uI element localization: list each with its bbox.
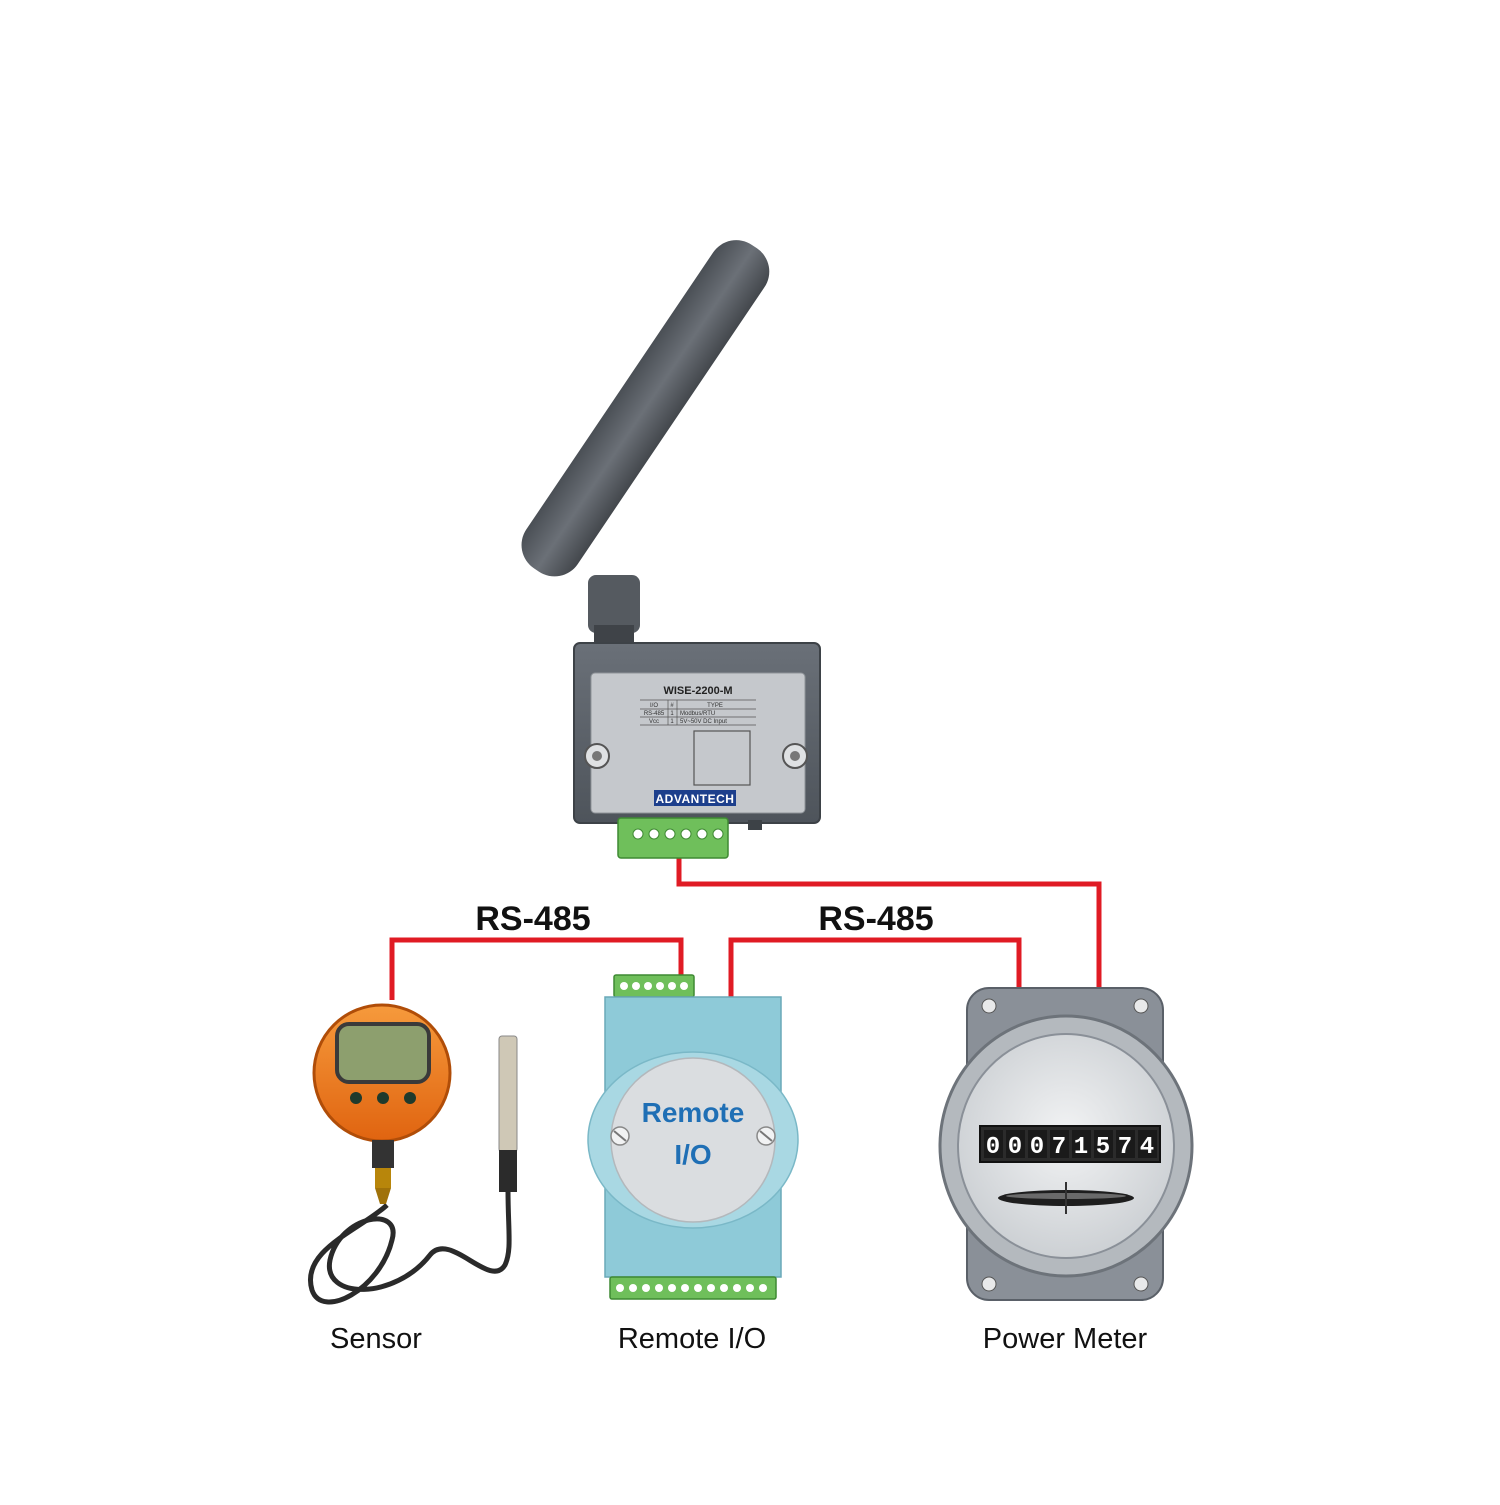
gateway-label-plate [590,672,806,814]
bus-label-left: RS-485 [475,900,590,938]
meter-digit-4: 7 [1052,1134,1066,1161]
spec-row1-count: 1 [670,711,674,717]
caption-sensor: Sensor [330,1323,422,1355]
sensor-probe [498,1035,518,1153]
meter-digits: 0 0 0 7 1 5 7 4 [984,1130,1157,1161]
spec-row2-type: 5V~50V DC Input [680,719,727,725]
spec-table: I/O # TYPE RS-485 1 Modbus/RTU Vcc 1 5V~… [640,699,756,726]
brand-logo: ADVANTECH [656,792,735,806]
meter-digit-7: 7 [1118,1134,1132,1161]
remote-io-face-line1: Remote [642,1097,745,1128]
spec-row2-io: Vcc [649,719,659,725]
caption-remote-io: Remote I/O [618,1323,766,1355]
meter-digit-6: 5 [1096,1134,1110,1161]
caption-power-meter: Power Meter [983,1323,1148,1355]
wire-gateway-to-power-meter [676,858,1102,990]
spec-row1-type: Modbus/RTU [680,711,715,717]
wiring [389,858,1102,1000]
sensor-display [335,1022,431,1084]
wire-sensor-to-remote-io [389,937,684,1000]
meter-digit-2: 0 [1008,1134,1022,1161]
meter-digit-5: 1 [1074,1134,1088,1161]
antenna-icon [521,240,770,645]
meter-digit-3: 0 [1030,1134,1044,1161]
gateway-terminal-block [617,817,762,859]
remote-io-module-icon: Remote I/O [587,974,799,1300]
pressure-gauge-sensor-icon [307,1003,518,1305]
spec-header-count: # [670,703,674,709]
meter-digit-8: 4 [1140,1134,1154,1161]
spec-row2-count: 1 [670,719,674,725]
qr-code-placeholder [693,730,751,786]
spec-row1-io: RS-485 [644,711,665,717]
gateway-model-label: WISE-2200-M [663,685,732,697]
remote-io-face-line2: I/O [674,1139,711,1170]
brand-bar [654,790,736,806]
screw-icon [584,743,808,769]
power-meter-icon: 0 0 0 7 1 5 7 4 [938,987,1194,1301]
spec-header-io: I/O [650,703,658,709]
meter-digit-1: 0 [986,1134,1000,1161]
spec-header-type: TYPE [707,703,723,709]
bus-label-right: RS-485 [818,900,933,938]
wire-remote-io-to-power-meter [728,937,1022,998]
meter-rotor-disc [998,1182,1134,1214]
gateway-device: WISE-2200-M I/O # TYPE RS-485 1 Modbus/R… [521,240,821,859]
